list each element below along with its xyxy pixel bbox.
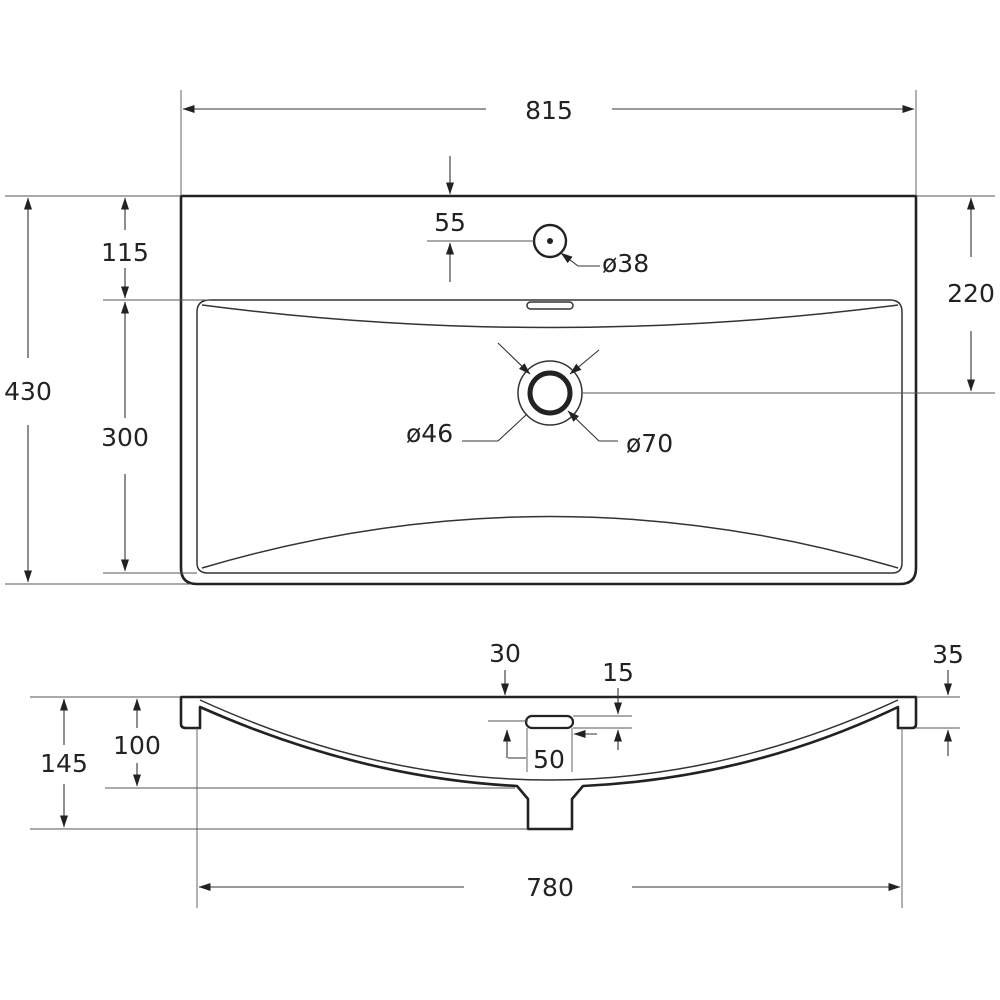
side-view-outline	[179, 695, 918, 831]
dim-bowl-depth: 300	[101, 423, 149, 452]
overflow-slot-top	[526, 301, 574, 310]
dim-overflow-slot-height: 15	[602, 658, 634, 687]
tap-hole-center	[547, 238, 553, 244]
dim-overflow-slot-width: 50	[533, 745, 565, 774]
top-view: 815 430 115 300 55 ø38 220 ø46 ø70	[4, 90, 995, 586]
dim-drain-inner-diameter: ø46	[406, 419, 453, 448]
dim-rim-thickness: 35	[932, 640, 964, 669]
dim-bowl-width: 780	[526, 873, 574, 902]
bowl-outline	[196, 299, 903, 574]
overflow-slot-side	[524, 714, 575, 730]
bowl-back-curve	[201, 304, 899, 329]
side-view: 30 15 50 35 100 145	[30, 639, 964, 908]
bowl-front-curve	[201, 515, 899, 569]
drain-inner	[527, 370, 573, 416]
dim-overall-width: 815	[525, 96, 573, 125]
dim-drain-outer-diameter: ø70	[626, 429, 673, 458]
dim-tap-hole-diameter: ø38	[602, 249, 649, 278]
dim-bowl-height: 100	[113, 731, 161, 760]
top-view-outline	[179, 194, 918, 586]
dim-overall-depth: 430	[4, 377, 52, 406]
bowl-inner-line	[199, 699, 899, 781]
dim-back-ledge: 115	[101, 238, 149, 267]
dim-rim-offset: 30	[489, 639, 521, 668]
dim-total-height: 145	[40, 749, 88, 778]
dim-tap-hole-offset: 55	[434, 208, 466, 237]
dim-drain-from-back: 220	[947, 279, 995, 308]
